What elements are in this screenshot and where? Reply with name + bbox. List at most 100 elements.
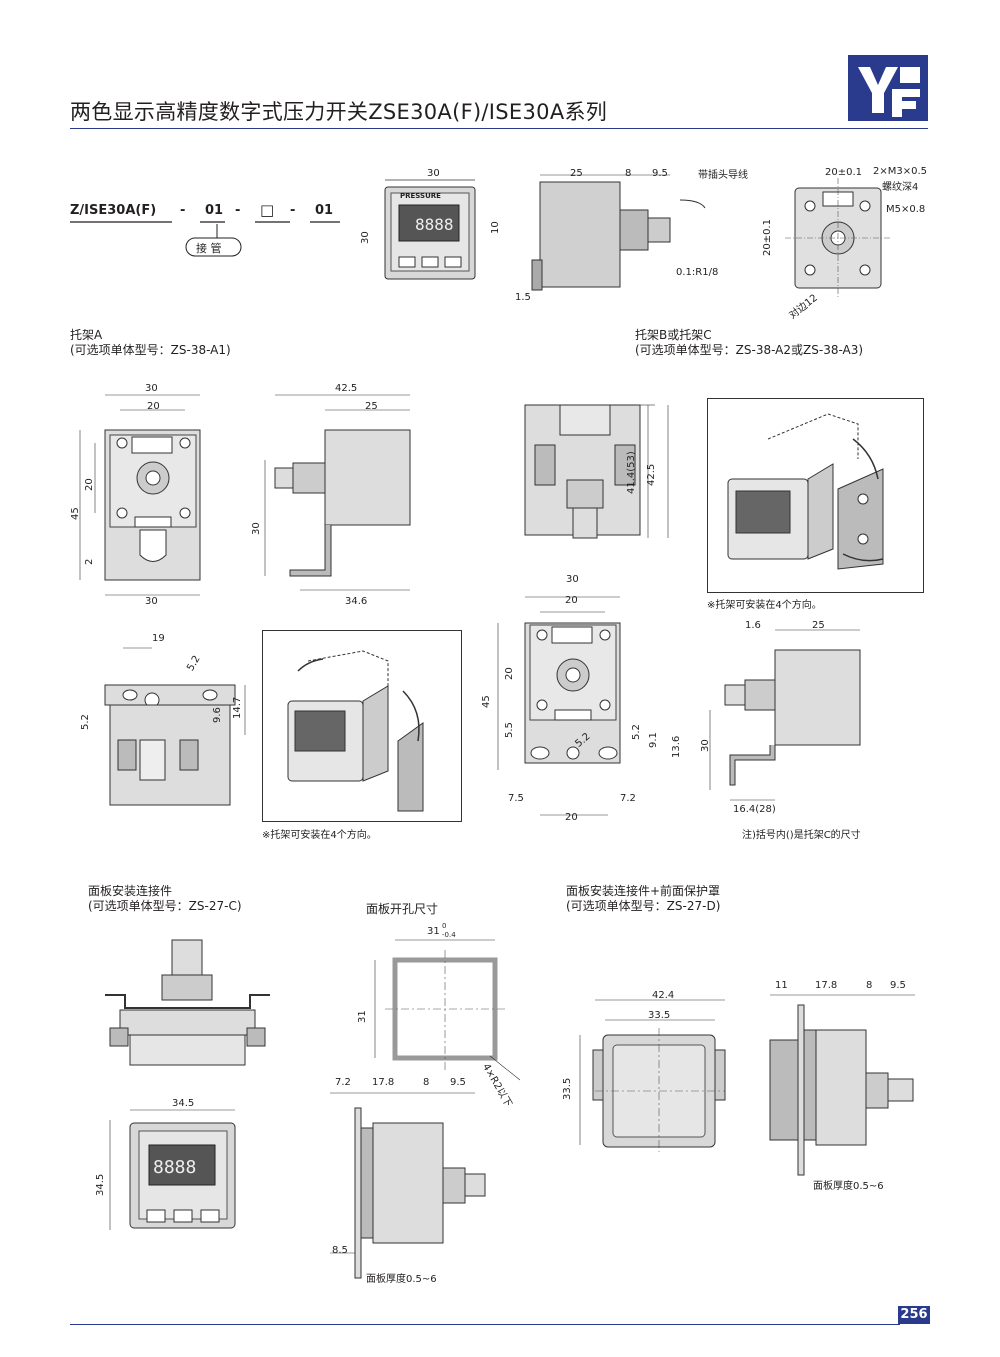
model-sep-3: - — [290, 203, 296, 218]
top-side-view — [531, 174, 706, 291]
top-back-view — [785, 178, 891, 298]
panel-cover-side-8: 8 — [866, 980, 873, 991]
bracket-a-dim-2: 2 — [84, 558, 95, 565]
footer-rule — [70, 1324, 900, 1325]
bracket-bc-dim-41.4: 41.4(53) — [626, 451, 637, 494]
panel-cover-side-11: 11 — [775, 980, 788, 991]
bracket-a-iso-frame — [262, 630, 462, 822]
bracket-a-label: 托架A — [70, 328, 103, 342]
panel-mount-side-17.8: 17.8 — [372, 1077, 395, 1088]
bracket-a-dim-20: 20 — [147, 401, 160, 412]
panel-cover-dim-33.5v: 33.5 — [562, 1077, 573, 1100]
panel-mount-top-view — [105, 939, 270, 1066]
model-sep-2: - — [235, 203, 241, 218]
dim-side-d4: 1.5 — [515, 292, 531, 303]
panel-mount-side-9.5: 9.5 — [450, 1077, 466, 1088]
bracket-bc-front-view — [497, 596, 621, 816]
bracket-bc-iso-frame — [707, 398, 924, 593]
bracket-a-dim-30b: 30 — [145, 596, 158, 607]
bracket-bc-side-1.6: 1.6 — [745, 620, 761, 631]
bracket-bc-sub: (可选项单体型号：ZS-38-A2或ZS-38-A3) — [635, 343, 864, 357]
panel-mount-front-view: 8888 — [109, 1109, 236, 1230]
svg-text:8888: 8888 — [153, 1157, 196, 1178]
bracket-bc-front-13.6: 13.6 — [671, 735, 682, 758]
panel-cover-label: 面板安装连接件+前面保护罩 — [566, 884, 721, 898]
bracket-bc-front-7.5: 7.5 — [508, 793, 524, 804]
panel-mount-side-7.2: 7.2 — [335, 1077, 351, 1088]
header-rule — [70, 128, 928, 129]
bracket-a-iso-sketch — [287, 650, 424, 812]
back-screw2: M5×0.8 — [886, 204, 926, 215]
panel-mount-side-8.5: 8.5 — [332, 1245, 348, 1256]
bracket-a-bottom-view — [104, 647, 246, 806]
dim-side-d2: 8 — [625, 168, 632, 179]
bracket-a-side-42.5: 42.5 — [335, 383, 358, 394]
bracket-bc-side-30: 30 — [700, 739, 711, 752]
bracket-bc-front-5.2v: 5.2 — [631, 724, 642, 740]
bracket-a-note: ※托架可安装在4个方向。 — [262, 830, 377, 841]
panel-cutout-drawing — [374, 939, 521, 1081]
back-screw1: 2×M3×0.5 — [873, 166, 928, 177]
side-thread-label: 0.1:R1/8 — [676, 267, 719, 278]
model-code-underlines — [70, 221, 340, 257]
dim-back-d2: 20±0.1 — [762, 218, 773, 256]
panel-mount-label: 面板安装连接件 — [88, 884, 173, 898]
model-code-part1: Z/ISE30A(F) — [70, 203, 157, 218]
panel-mount-side-view — [330, 1092, 486, 1279]
bracket-a-sub: (可选项单体型号：ZS-38-A1) — [70, 343, 231, 357]
panel-cover-side-9.5: 9.5 — [890, 980, 906, 991]
dim-side-d1: 25 — [570, 168, 583, 179]
bracket-bc-note2: 注)括号内()是托架C的尺寸 — [742, 830, 861, 841]
bracket-bc-side-top-view — [524, 404, 669, 539]
model-sep-1: - — [180, 203, 186, 218]
panel-cover-sub: (可选项单体型号：ZS-27-D) — [566, 899, 721, 913]
front-brand: PRESSURE — [400, 192, 441, 200]
panel-cover-front-view — [579, 999, 726, 1152]
bracket-a-dim-20v: 20 — [84, 478, 95, 491]
bracket-bc-note: ※托架可安装在4个方向。 — [707, 600, 822, 611]
bracket-bc-front-5.5: 5.5 — [504, 722, 515, 738]
bracket-bc-front-9.1: 9.1 — [648, 732, 659, 748]
bracket-a-side-25: 25 — [365, 401, 378, 412]
panel-cutout-w-tol-up: 0 — [442, 922, 447, 930]
bracket-bc-side-view — [709, 629, 861, 801]
back-screw1b: 螺纹深4 — [882, 182, 919, 193]
yf-logo — [848, 55, 928, 121]
svg-text:8888: 8888 — [415, 215, 454, 234]
bracket-bc-front-20: 20 — [565, 595, 578, 606]
panel-cover-side-view — [769, 994, 915, 1176]
dim-back-d1: 20±0.1 — [825, 167, 863, 178]
model-code-part2: 01 — [205, 203, 224, 218]
bracket-a-dim-45: 45 — [70, 507, 81, 520]
panel-cutout-h: 31 — [357, 1010, 368, 1023]
panel-cover-thickness: 面板厚度0.5~6 — [813, 1181, 884, 1192]
bracket-a-front-view — [79, 394, 201, 596]
bracket-bc-front-7.2: 7.2 — [620, 793, 636, 804]
panel-mount-sub: (可选项单体型号：ZS-27-C) — [88, 899, 242, 913]
panel-cutout-label: 面板开孔尺寸 — [366, 902, 439, 916]
bracket-a-bottom-19: 19 — [152, 633, 165, 644]
bracket-bc-iso-sketch — [727, 413, 884, 570]
bracket-a-bottom-14.7: 14.7 — [232, 696, 243, 719]
bracket-bc-label: 托架B或托架C — [635, 328, 712, 342]
panel-cover-dim-42.4: 42.4 — [652, 990, 675, 1001]
panel-cutout-w: 31 — [427, 926, 440, 937]
bracket-bc-front-20v: 20 — [504, 667, 515, 680]
bracket-a-bottom-9.6: 9.6 — [212, 707, 223, 723]
bracket-bc-side-25: 25 — [812, 620, 825, 631]
bracket-bc-side-16.4: 16.4(28) — [733, 804, 776, 815]
panel-cutout-w-tol-dn: -0.4 — [442, 931, 456, 939]
top-front-view: 8888 — [384, 179, 476, 280]
model-code-part3: □ — [260, 201, 275, 219]
panel-cover-dim-33.5: 33.5 — [648, 1010, 671, 1021]
panel-mount-side-8: 8 — [423, 1077, 430, 1088]
panel-mount-thickness: 面板厚度0.5~6 — [366, 1274, 437, 1285]
side-lead-label: 带插头导线 — [698, 170, 748, 181]
bracket-a-side-30: 30 — [251, 522, 262, 535]
panel-mount-dim-h: 34.5 — [95, 1173, 106, 1196]
dim-front-w: 30 — [427, 168, 440, 179]
panel-mount-dim-w: 34.5 — [172, 1098, 195, 1109]
dim-side-d3: 9.5 — [652, 168, 668, 179]
page-title: 两色显示高精度数字式压力开关ZSE30A(F)/ISE30A系列 — [70, 100, 608, 124]
dim-front-h: 30 — [360, 231, 371, 244]
